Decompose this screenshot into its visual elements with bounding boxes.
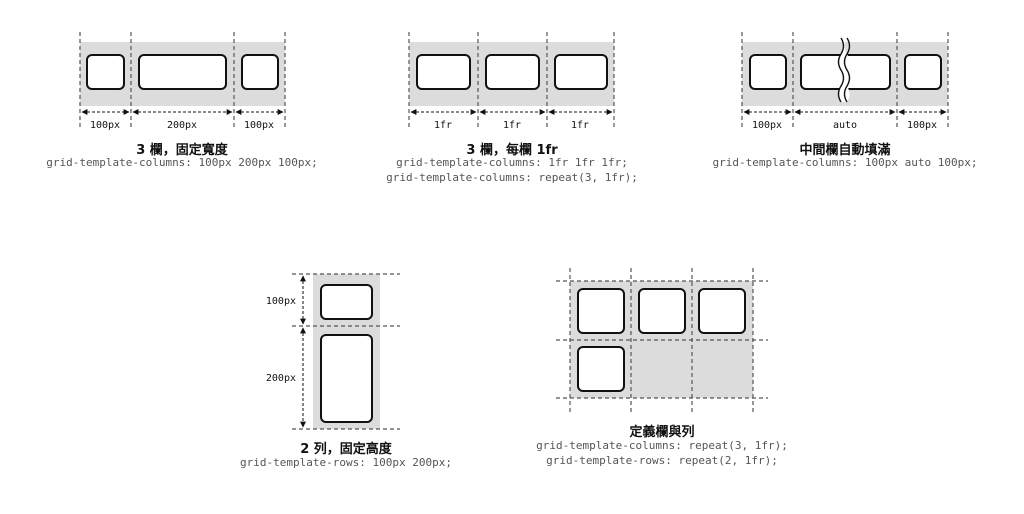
diagram-title: 3 欄，每欄 1fr (466, 143, 558, 158)
dim-label: 200px (167, 120, 197, 131)
code-line: grid-template-columns: repeat(3, 1fr); (536, 439, 788, 452)
dim-label: 1fr (434, 120, 452, 131)
diagram-title: 2 列，固定高度 (300, 442, 392, 457)
grid-item (241, 54, 279, 90)
grid-item (554, 54, 608, 90)
diagram-auto-columns: 100px auto 100px (741, 32, 949, 131)
grid-item (577, 288, 625, 334)
dim-label: auto (833, 120, 857, 131)
grid-item (416, 54, 471, 90)
grid-item (320, 334, 373, 423)
grid-item (638, 288, 686, 334)
grid-item (138, 54, 227, 90)
diagram-fr-columns: 1fr 1fr 1fr (408, 32, 615, 131)
dim-label: 1fr (571, 120, 589, 131)
diagram-title: 中間欄自動填滿 (799, 143, 891, 158)
dim-label: 100px (752, 120, 782, 131)
grid-item (577, 346, 625, 392)
code-snippet: grid-template-columns: 1fr 1fr 1fr; grid… (362, 155, 662, 185)
diagram-fixed-rows: 100px 200px (266, 273, 400, 430)
code-line: grid-template-columns: repeat(3, 1fr); (386, 171, 638, 184)
grid-item (749, 54, 787, 90)
code-line: grid-template-rows: 100px 200px; (240, 456, 452, 469)
dim-label: 100px (90, 120, 120, 131)
grid-item (485, 54, 540, 90)
code-line: grid-template-columns: 100px auto 100px; (712, 156, 978, 169)
diagram-columns-and-rows (556, 268, 768, 412)
dim-label: 200px (266, 373, 296, 384)
diagram-title: 3 欄，固定寬度 (136, 143, 228, 158)
code-line: grid-template-columns: 1fr 1fr 1fr; (396, 156, 628, 169)
grid-item (86, 54, 125, 90)
grid-item (904, 54, 942, 90)
code-snippet: grid-template-rows: 100px 200px; (196, 455, 496, 470)
code-snippet: grid-template-columns: 100px auto 100px; (695, 155, 995, 170)
grid-item (698, 288, 746, 334)
code-line: grid-template-columns: 100px 200px 100px… (46, 156, 318, 169)
code-snippet: grid-template-columns: repeat(3, 1fr); g… (512, 438, 812, 468)
code-snippet: grid-template-columns: 100px 200px 100px… (32, 155, 332, 170)
code-line: grid-template-rows: repeat(2, 1fr); (546, 454, 778, 467)
grid-item (320, 284, 373, 320)
dim-label: 1fr (503, 120, 521, 131)
dim-label: 100px (266, 296, 296, 307)
dim-label: 100px (907, 120, 937, 131)
diagram-fixed-columns: 100px 200px 100px (79, 32, 286, 131)
diagram-title: 定義欄與列 (629, 425, 695, 440)
dim-label: 100px (244, 120, 274, 131)
